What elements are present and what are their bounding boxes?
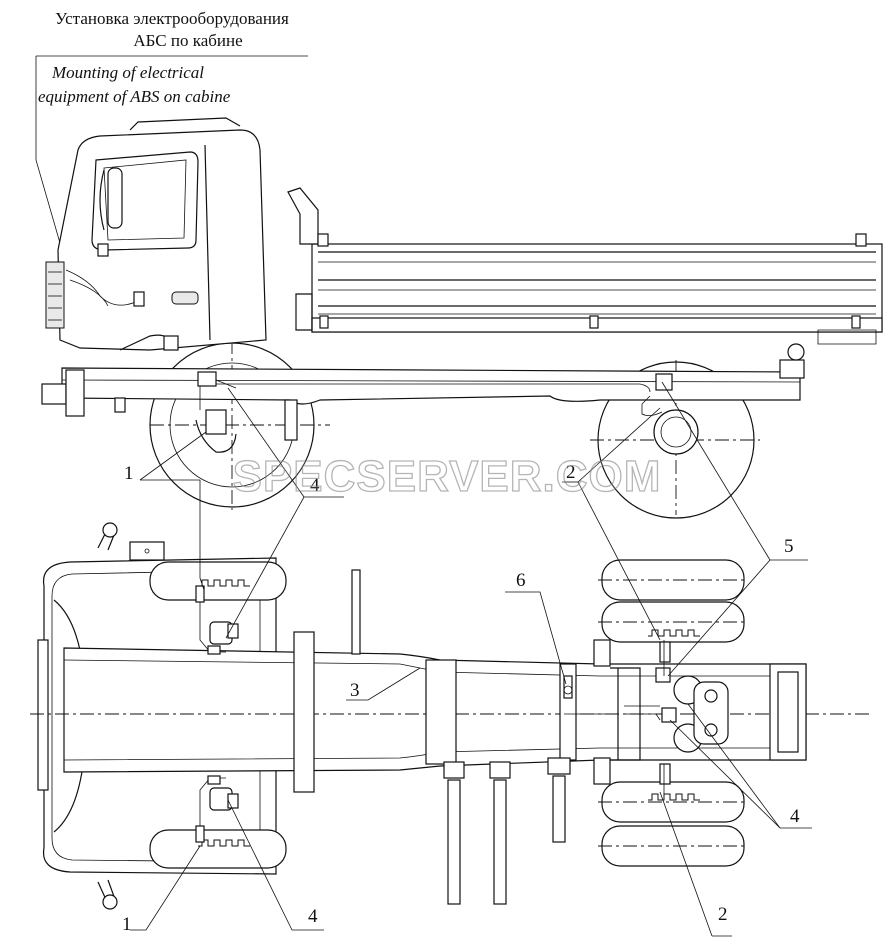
top-rear-wheels (598, 559, 748, 867)
watermark: SPECSERVER.COM (233, 452, 662, 501)
callout-2-top: 2 (566, 462, 576, 483)
title-en-line1: Mounting of electrical (51, 63, 204, 82)
callout-leaders (130, 381, 812, 937)
side-drive-wheel (590, 360, 760, 519)
title-leader-line (35, 56, 63, 251)
title-en-line2: equipment of ABS on cabine (38, 87, 231, 106)
top-frame (30, 569, 870, 905)
callout-4-bottom: 4 (308, 906, 318, 927)
callout-1-bottom: 1 (122, 914, 132, 935)
top-rear-axle-abs (563, 640, 729, 800)
title-ru-line1: Установка электрооборудования (55, 9, 289, 28)
callout-5: 5 (784, 536, 794, 557)
cab (45, 117, 267, 351)
callout-labels: 1 4 2 5 6 3 4 1 4 2 (122, 462, 800, 935)
callout-4-top: 4 (310, 475, 320, 496)
side-view (41, 117, 883, 519)
top-view (30, 522, 870, 910)
side-frame (41, 343, 805, 441)
title-ru-line2: АБС по кабине (133, 31, 242, 50)
side-abs-parts (163, 335, 673, 453)
title-block: Установка электрооборудования АБС по каб… (35, 9, 308, 251)
callout-2-bottom: 2 (718, 904, 728, 925)
top-front-abs (195, 585, 239, 843)
callout-4-right: 4 (790, 806, 800, 827)
callout-3: 3 (350, 680, 360, 701)
callout-6: 6 (516, 570, 526, 591)
cargo-body (287, 187, 883, 345)
callout-1-top: 1 (124, 463, 134, 484)
